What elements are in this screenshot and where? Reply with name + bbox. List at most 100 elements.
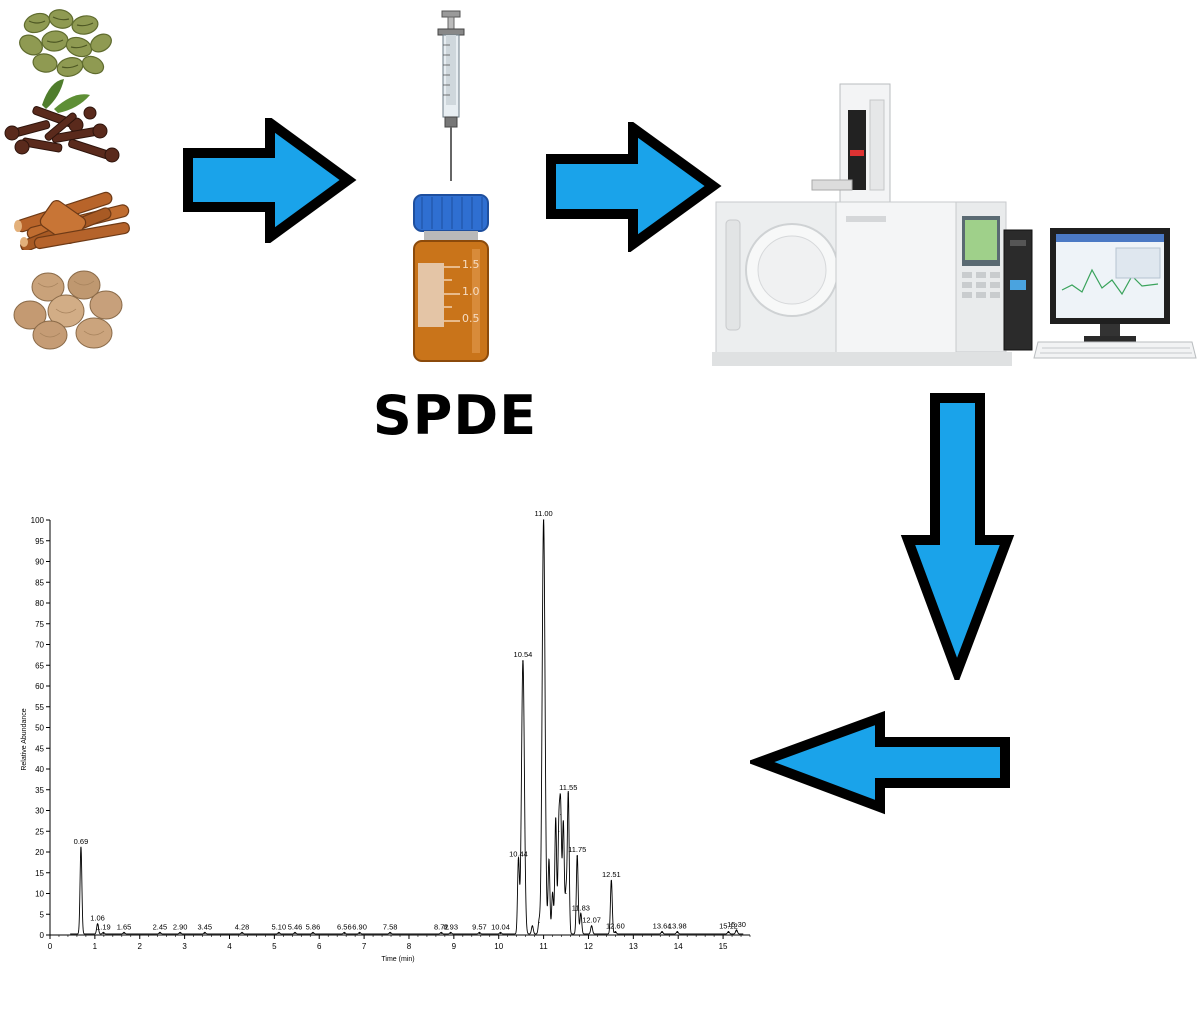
- peak-label: 4.28: [235, 922, 250, 931]
- x-tick-label: 10: [494, 942, 503, 951]
- x-tick-label: 13: [629, 942, 638, 951]
- y-tick-label: 0: [40, 931, 45, 940]
- x-tick-label: 5: [272, 942, 277, 951]
- x-tick-label: 12: [584, 942, 593, 951]
- y-axis-label: Relative Abundance: [21, 708, 28, 770]
- arrow-right-2: [546, 122, 722, 252]
- peak-label: 8.72: [434, 922, 449, 931]
- y-tick-label: 55: [35, 703, 44, 712]
- y-tick-label: 20: [35, 848, 44, 857]
- x-tick-label: 1: [93, 942, 98, 951]
- arrow-down: [900, 393, 1015, 680]
- x-tick-label: 11: [539, 942, 548, 951]
- y-tick-label: 95: [35, 537, 44, 546]
- peak-apex: [522, 660, 524, 662]
- peak-apex: [359, 932, 361, 934]
- chromatogram-trace: [70, 519, 744, 935]
- peak-label: 7.58: [383, 922, 398, 931]
- arrow-left: [750, 710, 1010, 815]
- peak-label: 11.55: [559, 783, 577, 792]
- spde-syringe-vial: [413, 10, 489, 362]
- peak-apex: [576, 855, 578, 857]
- peak-apex: [560, 814, 562, 816]
- peak-label: 5.10: [272, 922, 287, 931]
- peak-label: 12.60: [606, 922, 625, 931]
- peak-label: 15.30: [727, 920, 746, 929]
- y-tick-label: 45: [35, 744, 44, 753]
- x-tick-label: 8: [407, 942, 412, 951]
- y-tick-label: 80: [35, 599, 44, 608]
- spde-label: SPDE: [372, 384, 538, 447]
- x-tick-label: 4: [227, 942, 232, 951]
- y-tick-label: 40: [35, 765, 44, 774]
- arrow-right-1: [183, 118, 357, 243]
- peak-apex: [96, 924, 99, 926]
- cloves-icon: [4, 79, 120, 163]
- x-tick-label: 2: [138, 942, 143, 951]
- peak-apex: [312, 932, 314, 934]
- vial-scale-label: 0.5: [462, 312, 480, 325]
- y-tick-label: 25: [35, 827, 44, 836]
- peak-apex: [565, 893, 567, 894]
- peak-label: 8.93: [443, 922, 458, 931]
- peak-apex: [555, 818, 557, 820]
- peak-apex: [735, 930, 738, 932]
- nutmeg-icon: [13, 270, 123, 350]
- peak-apex: [450, 932, 452, 934]
- peak-label: 12.07: [582, 916, 601, 925]
- y-tick-label: 70: [35, 641, 44, 650]
- peak-apex: [159, 932, 161, 934]
- peak-label: 15.12: [719, 922, 738, 931]
- peak-apex: [676, 931, 678, 934]
- x-tick-label: 15: [719, 942, 728, 951]
- sample-images: [0, 0, 140, 360]
- y-tick-label: 50: [35, 724, 44, 733]
- peak-label: 12.51: [602, 870, 621, 879]
- x-tick-label: 6: [317, 942, 322, 951]
- vial-icon: [413, 194, 489, 362]
- peak-apex: [517, 859, 520, 861]
- vial-scale: 1.5 1.0 0.5: [462, 258, 492, 328]
- y-tick-label: 75: [35, 620, 44, 629]
- peak-label: 5.46: [288, 922, 303, 931]
- y-tick-label: 30: [35, 807, 44, 816]
- y-tick-label: 60: [35, 682, 44, 691]
- peak-label: 5.86: [306, 922, 321, 931]
- peak-apex: [440, 932, 442, 934]
- peak-apex: [278, 932, 280, 934]
- peak-apex: [294, 932, 296, 934]
- peak-label: 1.65: [117, 922, 132, 931]
- peak-label: 9.57: [472, 922, 487, 931]
- peak-label: 11.00: [534, 509, 552, 518]
- peak-label: 3.45: [198, 922, 213, 931]
- y-tick-label: 10: [35, 890, 44, 899]
- peak-apex: [552, 893, 554, 894]
- peak-label: 13.98: [668, 922, 687, 931]
- peak-apex: [542, 519, 545, 521]
- x-tick-label: 0: [48, 942, 53, 951]
- y-tick-label: 5: [40, 910, 45, 919]
- peak-label: 11.83: [572, 903, 590, 912]
- peak-apex: [614, 931, 616, 934]
- peak-apex: [727, 931, 730, 934]
- y-tick-label: 15: [35, 869, 44, 878]
- syringe-icon: [437, 10, 465, 181]
- peak-apex: [102, 932, 104, 934]
- peak-label: 13.64: [653, 922, 672, 931]
- y-tick-label: 85: [35, 578, 44, 587]
- peak-apex: [204, 932, 206, 934]
- vial-scale-label: 1.5: [462, 258, 480, 271]
- peak-apex: [558, 830, 560, 832]
- peak-label: 0.69: [74, 837, 89, 846]
- peak-apex: [499, 932, 502, 934]
- peak-apex: [567, 793, 569, 795]
- peak-apex: [389, 932, 391, 934]
- peak-apex: [80, 847, 82, 849]
- y-tick-label: 65: [35, 661, 44, 670]
- peak-label: 1.06: [90, 914, 105, 923]
- peak-apex: [591, 926, 593, 928]
- peak-label: 6.90: [352, 922, 367, 931]
- y-tick-label: 35: [35, 786, 44, 795]
- peak-label: 10.04: [491, 922, 510, 931]
